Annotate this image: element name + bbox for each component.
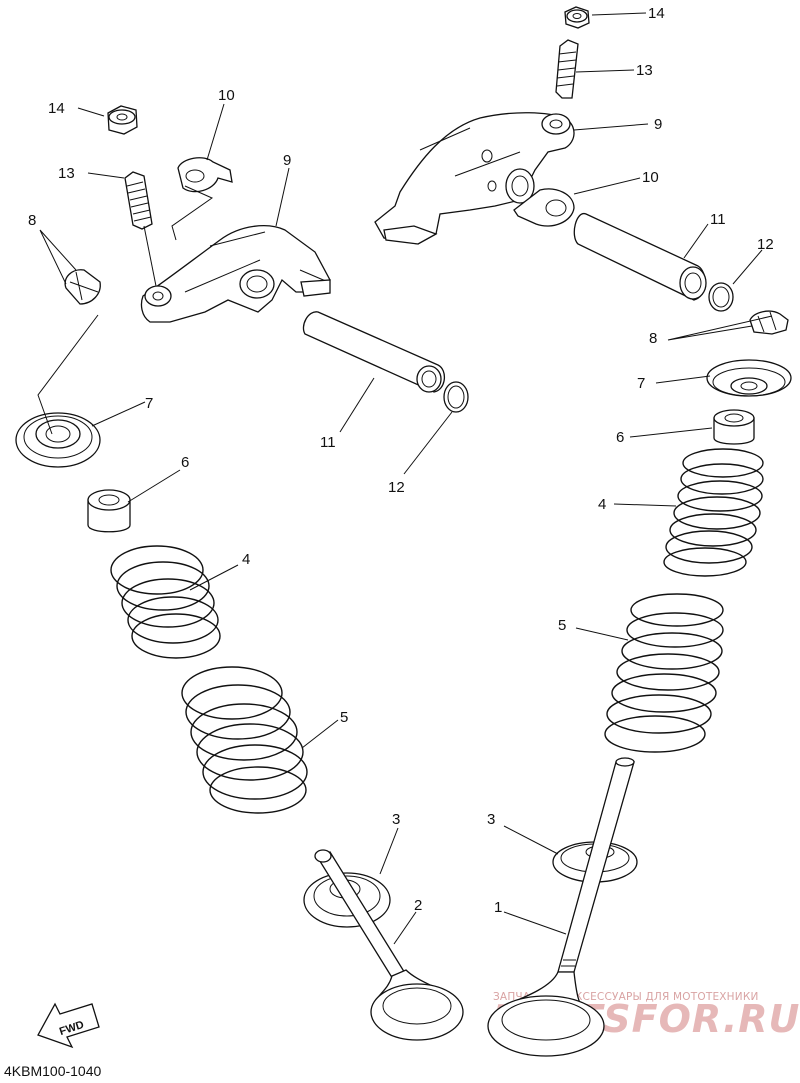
outer-spring-left <box>181 666 308 814</box>
fwd-arrow-icon: FWD <box>37 1002 100 1049</box>
callout-12-right: 12 <box>757 236 774 253</box>
inner-spring-right <box>663 448 764 577</box>
callout-3-left: 3 <box>392 811 400 828</box>
adjusting-screw-right <box>555 39 579 99</box>
callout-9-left: 9 <box>283 152 291 169</box>
callout-11-right: 11 <box>710 211 726 228</box>
callouts: 14 13 10 9 8 7 11 12 6 4 5 3 2 14 13 9 1… <box>28 5 774 916</box>
callout-2: 2 <box>414 897 422 914</box>
callout-8-left: 8 <box>28 212 36 229</box>
callout-1: 1 <box>494 899 502 916</box>
callout-5-left: 5 <box>340 709 348 726</box>
callout-3-right: 3 <box>487 811 495 828</box>
leader-lines <box>37 12 773 945</box>
spring-retainer-right <box>706 359 792 397</box>
exhaust-valve <box>487 757 635 1057</box>
valve-cotter-right <box>749 310 789 335</box>
callout-7-left: 7 <box>145 395 153 412</box>
inner-spring-left <box>110 545 221 659</box>
adjusting-screw-left <box>124 171 153 230</box>
callout-6-right: 6 <box>616 429 624 446</box>
callout-6-left: 6 <box>181 454 189 471</box>
callout-4-right: 4 <box>598 496 606 513</box>
callout-11-left: 11 <box>320 434 336 451</box>
lock-plate-right <box>513 188 575 227</box>
lock-plate-left <box>177 157 233 193</box>
intake-valve <box>314 849 464 1041</box>
rocker-arm-left <box>140 225 331 323</box>
callout-4-left: 4 <box>242 551 250 568</box>
callout-10-right: 10 <box>642 169 659 186</box>
callout-10-left: 10 <box>218 87 235 104</box>
callout-13-left: 13 <box>58 165 75 182</box>
rocker-arm-right <box>374 112 575 245</box>
callout-14-left: 14 <box>48 100 65 117</box>
valve-stem-seal-right <box>713 409 755 445</box>
callout-8-right: 8 <box>649 330 657 347</box>
rocker-shaft-left <box>302 311 445 393</box>
callout-12-left: 12 <box>388 479 405 496</box>
valve-stem-seal-left <box>87 489 131 533</box>
callout-9-right: 9 <box>654 116 662 133</box>
valve-cotter-left <box>64 269 101 305</box>
callout-13-right: 13 <box>636 62 653 79</box>
diagram-code: 4KBM100-1040 <box>4 1063 102 1079</box>
rocker-shaft-right <box>573 213 707 301</box>
callout-14-right: 14 <box>648 5 665 22</box>
nut-right <box>564 6 590 29</box>
spring-retainer-left <box>15 412 101 468</box>
nut-left <box>107 105 138 135</box>
callout-5-right: 5 <box>558 617 566 634</box>
callout-7-right: 7 <box>637 375 645 392</box>
outer-spring-right <box>604 593 724 753</box>
